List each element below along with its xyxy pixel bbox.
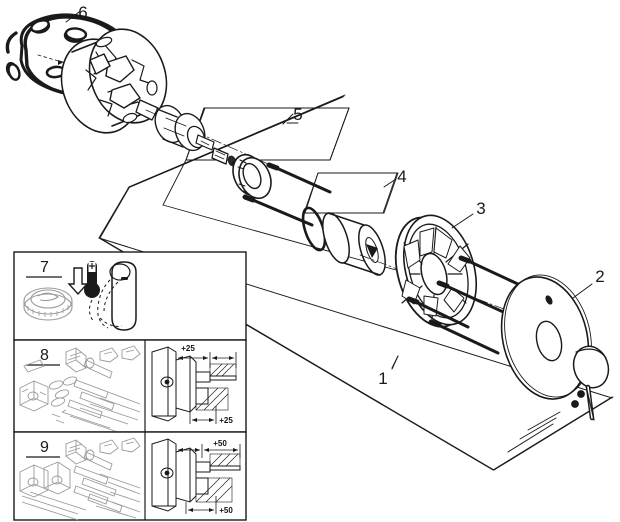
ring-screw-1 <box>458 255 522 287</box>
detail-box-8: 8 <box>13 339 247 433</box>
callout-5-leader <box>282 113 294 125</box>
detail-box-9-label: 9 <box>40 439 49 456</box>
detail-box-7-label: 7 <box>40 259 49 276</box>
callout-5-label: 5 <box>293 105 302 124</box>
extension-kit-50-parts <box>19 437 141 521</box>
extension-kit-50-section: +50 +50 <box>151 438 241 515</box>
detail-box-7: 7 <box>13 251 247 341</box>
knurled-cap-icon <box>23 287 73 321</box>
handle-rotation-icon <box>88 261 137 331</box>
spline-adapter <box>211 147 229 165</box>
valve-body <box>60 28 168 134</box>
dim-box8-top: +25 <box>181 344 195 353</box>
dim-box9-bottom: +50 <box>219 506 233 515</box>
detail-box-8-label: 8 <box>40 347 49 364</box>
retaining-nut <box>232 153 272 200</box>
callout-6-leader <box>65 11 80 23</box>
grub-screw-2 <box>571 400 579 408</box>
callout-3-label: 3 <box>476 199 485 218</box>
ring-screw-2 <box>436 280 514 318</box>
dim-box9-top: +50 <box>213 439 227 448</box>
ring-screw-3 <box>406 296 470 329</box>
sleeve <box>322 212 386 276</box>
dim-box8-bottom: +25 <box>219 416 233 425</box>
detail-box-9: 9 <box>13 431 247 521</box>
down-arrow-icon <box>67 267 89 296</box>
callout-2-label: 2 <box>595 267 604 286</box>
cartridge <box>154 104 215 152</box>
callout-labels: 6 5 4 3 2 1 <box>78 3 604 388</box>
long-screw-a <box>266 162 332 194</box>
callout-1-label: 1 <box>378 369 387 388</box>
callout-4-leader <box>383 178 397 188</box>
callout-4-label: 4 <box>397 167 406 186</box>
extension-kit-25-parts <box>19 345 141 433</box>
thermometer-icon <box>84 261 100 298</box>
callout-2-leader <box>572 283 593 299</box>
callout-1-leader <box>391 355 399 370</box>
callout-6-label: 6 <box>78 3 87 22</box>
ring-screw-4 <box>428 319 500 355</box>
escutcheon-plate <box>500 274 592 400</box>
grub-screw-1 <box>577 390 585 398</box>
long-screw-b <box>242 194 314 227</box>
extension-kit-25-section: +25 +25 <box>151 344 237 425</box>
callout-3-leader <box>451 213 474 229</box>
lever-handle <box>572 345 610 421</box>
